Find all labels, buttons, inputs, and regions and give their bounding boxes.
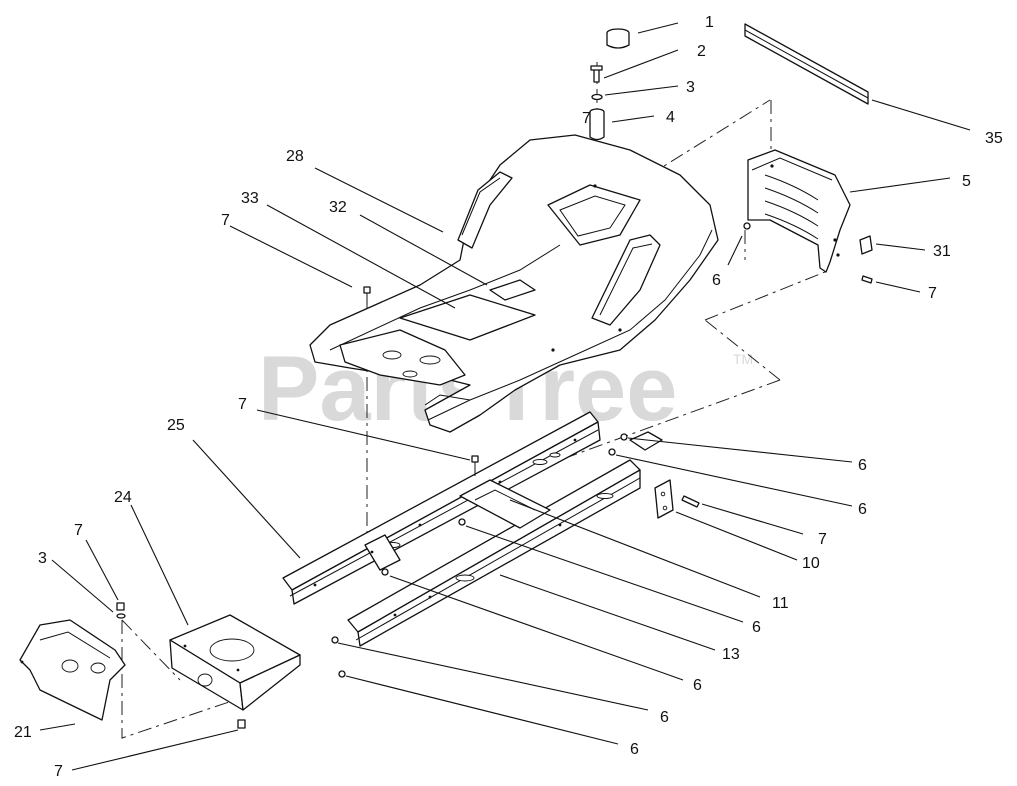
callout-6-rear-2: 6: [858, 501, 867, 518]
callout-labels: 1 2 3 4 35 5 31 6 7 28 33 32 7 7 25 6 6 …: [14, 14, 1003, 780]
part-1-knob[interactable]: [606, 28, 630, 49]
callout-35: 35: [985, 130, 1003, 147]
callout-7-shield: 7: [928, 285, 937, 302]
callout-3-front: 3: [38, 550, 47, 567]
callout-21: 21: [14, 724, 32, 741]
hardware[interactable]: [116, 286, 628, 729]
callout-6-mid-2: 6: [693, 677, 702, 694]
callout-11: 11: [772, 595, 789, 612]
part-32-decal: [489, 279, 536, 301]
callout-6-mid-4: 6: [630, 741, 639, 758]
part-24-plate[interactable]: [169, 614, 301, 711]
part-21-front-bracket[interactable]: [19, 619, 126, 721]
front-cross-plate: [364, 534, 401, 571]
rear-end-block: [629, 431, 663, 451]
callout-6-rear-1: 6: [858, 457, 867, 474]
callout-3: 3: [686, 79, 695, 96]
part-33-floor-plate: [399, 294, 536, 341]
part-35-trim-strip[interactable]: [744, 23, 869, 105]
callout-32: 32: [329, 199, 347, 216]
part-10-rear-bracket[interactable]: [654, 479, 700, 519]
part-28-body-fender[interactable]: [309, 134, 719, 433]
callout-28: 28: [286, 148, 304, 165]
callout-13: 13: [722, 646, 740, 663]
callout-7-spacer: 7: [582, 110, 591, 127]
leader-lines: [39, 22, 971, 771]
callout-7-rail: 7: [238, 396, 247, 413]
callout-24: 24: [114, 489, 132, 506]
part-31-label[interactable]: [859, 235, 873, 255]
callout-5: 5: [962, 173, 971, 190]
part-3-washer[interactable]: [591, 93, 603, 101]
callout-6-shield: 6: [712, 272, 721, 289]
callout-1: 1: [705, 14, 714, 31]
callout-33: 33: [241, 190, 259, 207]
callout-7-floor: 7: [221, 212, 230, 229]
callout-7-front: 7: [74, 522, 83, 539]
part-25-frame-rail-left[interactable]: [282, 411, 601, 605]
part-11-cross-member[interactable]: [459, 479, 551, 529]
callout-10: 10: [802, 555, 820, 572]
callout-6-mid-3: 6: [660, 709, 669, 726]
bolt-near-shield[interactable]: [861, 275, 873, 284]
callout-7-rear: 7: [818, 531, 827, 548]
nut-near-shield[interactable]: [743, 222, 751, 230]
callout-2: 2: [697, 43, 706, 60]
callout-7-bottom: 7: [54, 763, 63, 780]
part-4-spacer[interactable]: [589, 108, 605, 141]
part-2-bolt[interactable]: [590, 65, 603, 83]
callout-31: 31: [933, 243, 951, 260]
callout-25: 25: [167, 417, 185, 434]
watermark-trademark: TM: [733, 351, 753, 367]
callout-6-mid-1: 6: [752, 619, 761, 636]
part-5-rear-shield[interactable]: [747, 149, 851, 273]
callout-4: 4: [666, 109, 675, 126]
